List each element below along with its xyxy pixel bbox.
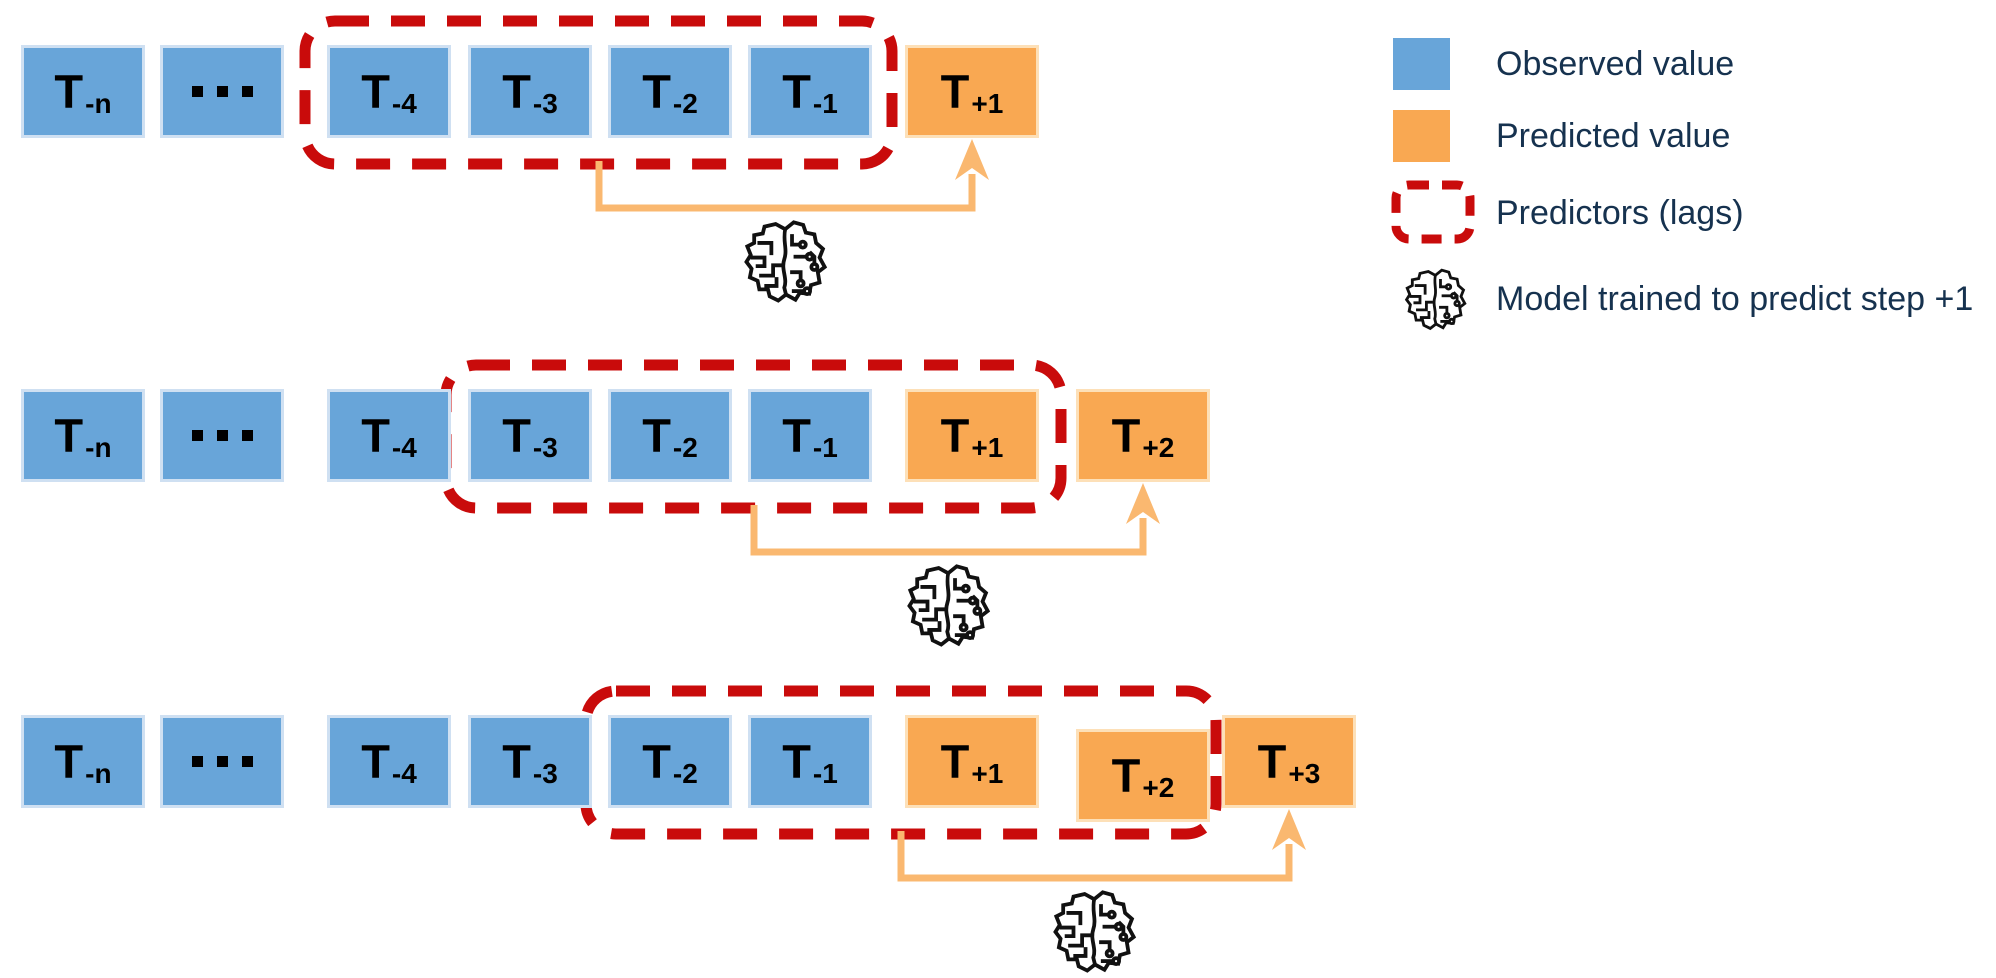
box-label: T: [940, 65, 970, 118]
box-step-2-T-2: T-2: [608, 389, 732, 482]
box-label: T: [1111, 749, 1141, 802]
box-label: T: [54, 735, 84, 788]
legend-label-predictors: Predictors (lags): [1496, 193, 1744, 232]
box-label: T: [361, 65, 390, 118]
box-label-subscript: -4: [391, 757, 417, 789]
ellipsis-dot: [216, 86, 228, 97]
observed-swatch-icon: [1393, 38, 1450, 90]
box-label-subscript: +1: [971, 87, 1004, 119]
box-step-2-ellipsis: [160, 389, 284, 482]
prediction-arrow-step-2: [750, 505, 1147, 556]
box-label-subscript: -3: [532, 757, 558, 789]
box-label: T: [502, 409, 531, 462]
box-step-1-T-3: T-3: [468, 45, 592, 138]
box-step-1-T+1: T+1: [905, 45, 1039, 138]
box-step-2-T-4: T-4: [327, 389, 451, 482]
brain-icon: [1405, 268, 1467, 330]
ellipsis-dot: [216, 430, 228, 441]
box-label-subscript: +1: [971, 757, 1004, 789]
box-label-subscript: -3: [532, 87, 558, 119]
ellipsis-dot: [241, 756, 253, 767]
prediction-arrow-step-3: [897, 831, 1293, 882]
box-label: T: [54, 409, 84, 462]
box-label: T: [782, 409, 811, 462]
box-step-3-T-3: T-3: [468, 715, 592, 808]
box-step-2-T-3: T-3: [468, 389, 592, 482]
legend-item-model: Model trained to predict step +1: [1390, 266, 1973, 332]
prediction-arrowhead-step-1: [955, 139, 989, 180]
box-label-subscript: -1: [812, 87, 838, 119]
box-label: T: [361, 735, 390, 788]
box-label: T: [1111, 409, 1141, 462]
box-label: T: [642, 65, 671, 118]
box-step-3-T-4: T-4: [327, 715, 451, 808]
ellipsis-dot: [241, 430, 253, 441]
legend-item-predicted: Predicted value: [1390, 110, 1730, 162]
box-step-1-T-4: T-4: [327, 45, 451, 138]
box-label: T: [940, 409, 970, 462]
legend-item-observed: Observed value: [1390, 38, 1734, 90]
box-step-3-T+3: T+3: [1222, 715, 1356, 808]
box-step-1-ellipsis: [160, 45, 284, 138]
ellipsis-dot: [191, 756, 203, 767]
legend-item-predictors: Predictors (lags): [1390, 180, 1744, 246]
legend-label-predicted: Predicted value: [1496, 116, 1731, 155]
box-label: T: [502, 65, 531, 118]
box-label: T: [1257, 735, 1287, 788]
box-step-2-T-1: T-1: [748, 389, 872, 482]
prediction-arrow-step-1: [595, 161, 976, 212]
box-step-1-T-1: T-1: [748, 45, 872, 138]
box-label-subscript: -2: [672, 87, 698, 119]
predictors-dashed-rect-icon: [1391, 180, 1475, 244]
ellipsis-dot: [216, 756, 228, 767]
legend-label-observed: Observed value: [1496, 44, 1735, 83]
box-step-2-T+1: T+1: [905, 389, 1039, 482]
box-label: T: [782, 735, 811, 788]
box-label-subscript: +2: [1142, 771, 1175, 803]
box-step-3-T+2: T+2: [1076, 729, 1210, 822]
box-label: T: [642, 735, 671, 788]
box-label-subscript: -1: [812, 757, 838, 789]
legend-label-model: Model trained to predict step +1: [1496, 279, 1974, 318]
box-step-2-T+2: T+2: [1076, 389, 1210, 482]
box-label: T: [782, 65, 811, 118]
box-label: T: [361, 409, 390, 462]
box-step-3-T-2: T-2: [608, 715, 732, 808]
box-label: T: [642, 409, 671, 462]
box-label-subscript: -n: [85, 87, 112, 119]
box-label-subscript: -2: [672, 757, 698, 789]
box-label-subscript: -n: [85, 757, 112, 789]
ellipsis-dot: [241, 86, 253, 97]
box-label-subscript: -4: [391, 431, 417, 463]
box-label-subscript: +1: [971, 431, 1004, 463]
box-step-3-T-1: T-1: [748, 715, 872, 808]
ellipsis-dot: [191, 430, 203, 441]
box-label: T: [54, 65, 84, 118]
box-step-3-ellipsis: [160, 715, 284, 808]
box-step-3-T+1: T+1: [905, 715, 1039, 808]
box-step-1-T-2: T-2: [608, 45, 732, 138]
box-label-subscript: -1: [812, 431, 838, 463]
box-label: T: [502, 735, 531, 788]
box-step-1-T-n: T-n: [21, 45, 145, 138]
box-step-2-T-n: T-n: [21, 389, 145, 482]
box-step-3-T-n: T-n: [21, 715, 145, 808]
ellipsis-dot: [191, 86, 203, 97]
box-label: T: [940, 735, 970, 788]
box-label-subscript: -4: [391, 87, 417, 119]
prediction-arrowhead-step-2: [1126, 483, 1160, 524]
box-label-subscript: +3: [1288, 757, 1321, 789]
box-label-subscript: +2: [1142, 431, 1175, 463]
prediction-arrowhead-step-3: [1272, 809, 1306, 850]
predicted-swatch-icon: [1393, 110, 1450, 162]
box-label-subscript: -3: [532, 431, 558, 463]
box-label-subscript: -2: [672, 431, 698, 463]
box-label-subscript: -n: [85, 431, 112, 463]
